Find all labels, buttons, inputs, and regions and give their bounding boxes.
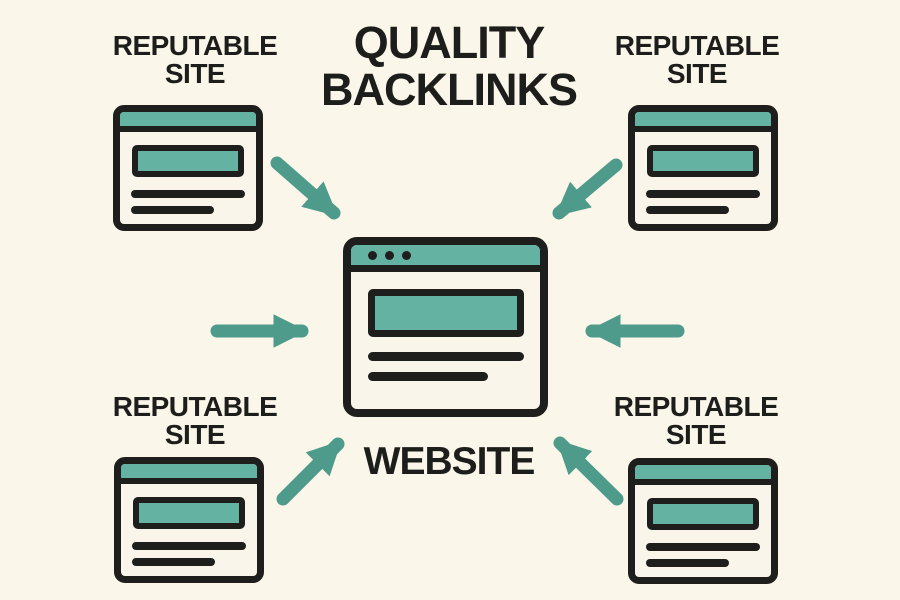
site-label-line: REPUTABLE: [613, 391, 779, 422]
text-line: [132, 558, 215, 566]
window-titlebar: [351, 245, 540, 272]
content-block: [133, 497, 245, 529]
window-titlebar: [120, 112, 256, 132]
browser-window-icon: [628, 458, 778, 584]
text-line: [131, 206, 214, 214]
browser-window-icon: [628, 105, 778, 231]
content-block: [647, 145, 759, 177]
window-titlebar: [635, 112, 771, 132]
title-line-2: BACKLINKS: [321, 63, 578, 115]
arrow-bottom-left-icon: [276, 437, 345, 506]
text-line: [368, 372, 488, 381]
window-dot-icon: [368, 250, 377, 260]
content-block: [368, 289, 524, 337]
site-label-bottom-right: REPUTABLE SITE: [566, 393, 826, 449]
text-line: [131, 190, 245, 198]
arrow-top-left-icon: [270, 156, 341, 220]
site-label-line: SITE: [666, 58, 728, 89]
text-line: [646, 543, 760, 551]
text-line: [646, 559, 729, 567]
browser-window-icon: [113, 105, 263, 231]
text-line: [646, 206, 729, 214]
website-label: WEBSITE: [363, 440, 536, 483]
site-label-line: REPUTABLE: [112, 391, 278, 422]
site-label-bottom-left: REPUTABLE SITE: [65, 393, 325, 449]
site-label-top-right: REPUTABLE SITE: [567, 32, 827, 88]
browser-window-icon: [343, 237, 548, 417]
window-dot-icon: [385, 250, 394, 260]
window-titlebar: [121, 464, 257, 484]
title-line-1: QUALITY: [353, 17, 546, 68]
page-title: QUALITY BACKLINKS: [247, 17, 651, 115]
site-label-line: SITE: [665, 419, 727, 450]
browser-window-icon: [114, 457, 264, 583]
arrow-bottom-right-icon: [553, 436, 624, 506]
text-line: [646, 190, 760, 198]
arrow-top-right-icon: [552, 158, 623, 220]
site-label-top-left: REPUTABLE SITE: [65, 32, 325, 88]
text-line: [368, 352, 524, 361]
window-dot-icon: [402, 250, 411, 260]
content-block: [132, 145, 244, 177]
site-label-line: REPUTABLE: [614, 30, 780, 61]
content-block: [647, 498, 759, 530]
site-label-line: SITE: [164, 419, 226, 450]
site-label-line: REPUTABLE: [112, 30, 278, 61]
window-titlebar: [635, 465, 771, 485]
site-label-line: SITE: [164, 58, 226, 89]
text-line: [132, 542, 246, 550]
